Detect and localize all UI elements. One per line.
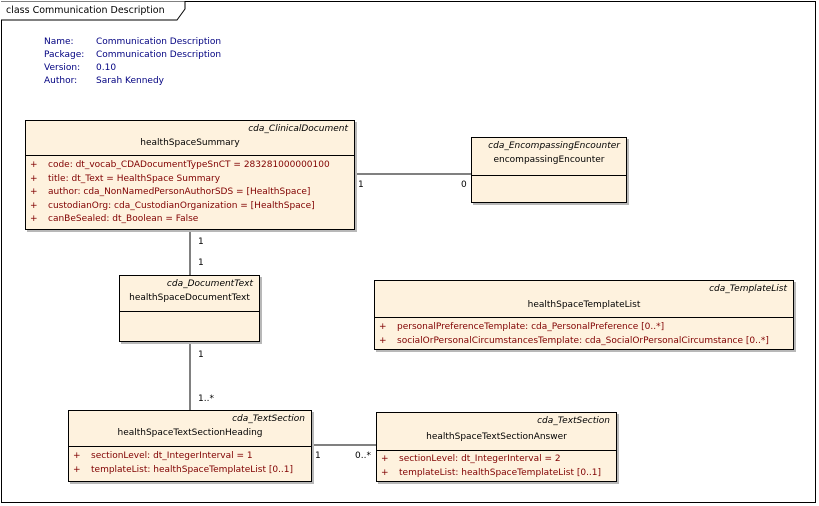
meta-row-version: Version: 0.10 bbox=[44, 62, 221, 75]
attribute-text: personalPreferenceTemplate: cda_Personal… bbox=[397, 322, 665, 332]
diagram-metadata: Name: Communication Description Package:… bbox=[44, 36, 221, 88]
class-name: encompassingEncounter bbox=[493, 155, 605, 165]
attribute-template-list[interactable]: + templateList: healthSpaceTemplateList … bbox=[73, 464, 309, 478]
attribute-list: + personalPreferenceTemplate: cda_Person… bbox=[379, 321, 791, 348]
multiplicity-summary-doctext-target: 1 bbox=[198, 258, 204, 268]
multiplicity-summary-encounter-source: 1 bbox=[358, 180, 364, 190]
attribute-text: templateList: healthSpaceTemplateList [0… bbox=[91, 464, 294, 475]
attribute-author[interactable]: + author: cda_NonNamedPersonAuthorSDS = … bbox=[30, 186, 352, 200]
class-health-space-document-text[interactable]: cda_DocumentText healthSpaceDocumentText bbox=[119, 275, 260, 342]
class-name: healthSpaceTemplateList bbox=[527, 300, 641, 310]
meta-label: Package: bbox=[44, 50, 85, 60]
meta-value: Sarah Kennedy bbox=[96, 76, 164, 86]
compartment-divider bbox=[472, 175, 626, 176]
meta-label: Version: bbox=[44, 63, 81, 73]
stereotype-label: cda_EncompassingEncounter bbox=[488, 141, 620, 151]
attribute-text: author: cda_NonNamedPersonAuthorSDS = [H… bbox=[48, 187, 311, 197]
frame-tab bbox=[1, 1, 186, 21]
visibility-marker: + bbox=[30, 214, 38, 224]
class-encompassing-encounter[interactable]: cda_EncompassingEncounter encompassingEn… bbox=[471, 137, 627, 203]
multiplicity-doctext-heading-source: 1 bbox=[198, 350, 204, 360]
stereotype-label: cda_TextSection bbox=[537, 416, 610, 426]
class-name: healthSpaceTextSectionHeading bbox=[117, 428, 263, 438]
multiplicity-heading-answer-target: 0..* bbox=[355, 451, 371, 461]
visibility-marker: + bbox=[30, 200, 38, 211]
multiplicity-summary-encounter-target: 0 bbox=[461, 180, 467, 190]
attribute-list: + sectionLevel: dt_IntegerInterval = 1 +… bbox=[73, 450, 309, 477]
stereotype-label: cda_TemplateList bbox=[709, 284, 787, 294]
attribute-list: + sectionLevel: dt_IntegerInterval = 2 +… bbox=[381, 453, 614, 480]
multiplicity-heading-answer-source: 1 bbox=[315, 451, 321, 461]
compartment-divider bbox=[120, 311, 259, 312]
class-health-space-text-section-answer[interactable]: cda_TextSection healthSpaceTextSectionAn… bbox=[376, 412, 617, 482]
class-name: healthSpaceTextSectionAnswer bbox=[426, 432, 567, 442]
meta-row-author: Author: Sarah Kennedy bbox=[44, 75, 221, 88]
compartment-divider bbox=[69, 446, 311, 447]
visibility-marker: + bbox=[381, 467, 389, 478]
attribute-text: sectionLevel: dt_IntegerInterval = 2 bbox=[399, 454, 561, 464]
class-health-space-text-section-heading[interactable]: cda_TextSection healthSpaceTextSectionHe… bbox=[68, 410, 312, 482]
frame-title: class Communication Description bbox=[6, 5, 165, 16]
visibility-marker: + bbox=[30, 187, 38, 197]
attribute-text: templateList: healthSpaceTemplateList [0… bbox=[399, 467, 602, 478]
visibility-marker: + bbox=[30, 160, 38, 170]
meta-row-name: Name: Communication Description bbox=[44, 36, 221, 49]
meta-value: Communication Description bbox=[96, 50, 222, 60]
class-name: healthSpaceDocumentText bbox=[129, 293, 250, 303]
class-health-space-summary[interactable]: cda_ClinicalDocument healthSpaceSummary … bbox=[25, 120, 355, 230]
visibility-marker: + bbox=[381, 454, 389, 464]
attribute-text: custodianOrg: cda_CustodianOrganization … bbox=[48, 200, 315, 211]
meta-value: Communication Description bbox=[96, 37, 222, 47]
attribute-can-be-sealed[interactable]: + canBeSealed: dt_Boolean = False bbox=[30, 213, 352, 227]
attribute-list: + code: dt_vocab_CDADocumentTypeSnCT = 2… bbox=[30, 159, 352, 227]
multiplicity-doctext-heading-target: 1..* bbox=[198, 394, 214, 404]
visibility-marker: + bbox=[379, 322, 387, 332]
attribute-text: socialOrPersonalCircumstancesTemplate: c… bbox=[397, 335, 769, 346]
meta-label: Author: bbox=[44, 76, 78, 86]
meta-row-package: Package: Communication Description bbox=[44, 49, 221, 62]
class-name: healthSpaceSummary bbox=[140, 138, 240, 148]
attribute-text: code: dt_vocab_CDADocumentTypeSnCT = 283… bbox=[48, 160, 330, 170]
attribute-code[interactable]: + code: dt_vocab_CDADocumentTypeSnCT = 2… bbox=[30, 159, 352, 173]
stereotype-label: cda_DocumentText bbox=[166, 279, 253, 289]
attribute-text: title: dt_Text = HealthSpace Summary bbox=[48, 173, 221, 184]
compartment-divider bbox=[377, 450, 616, 451]
stereotype-label: cda_TextSection bbox=[232, 414, 305, 424]
attribute-social-circumstances-template[interactable]: + socialOrPersonalCircumstancesTemplate:… bbox=[379, 335, 791, 349]
visibility-marker: + bbox=[30, 173, 38, 184]
attribute-section-level[interactable]: + sectionLevel: dt_IntegerInterval = 1 bbox=[73, 450, 309, 464]
multiplicity-summary-doctext-source: 1 bbox=[198, 237, 204, 247]
visibility-marker: + bbox=[73, 464, 81, 475]
attribute-section-level[interactable]: + sectionLevel: dt_IntegerInterval = 2 bbox=[381, 453, 614, 467]
meta-value: 0.10 bbox=[96, 63, 117, 73]
attribute-title[interactable]: + title: dt_Text = HealthSpace Summary bbox=[30, 173, 352, 187]
visibility-marker: + bbox=[73, 451, 81, 461]
attribute-text: canBeSealed: dt_Boolean = False bbox=[48, 214, 199, 224]
attribute-personal-preference-template[interactable]: + personalPreferenceTemplate: cda_Person… bbox=[379, 321, 791, 335]
compartment-divider bbox=[26, 155, 354, 156]
attribute-template-list[interactable]: + templateList: healthSpaceTemplateList … bbox=[381, 467, 614, 481]
stereotype-label: cda_ClinicalDocument bbox=[248, 124, 348, 134]
visibility-marker: + bbox=[379, 335, 387, 346]
attribute-text: sectionLevel: dt_IntegerInterval = 1 bbox=[91, 451, 253, 461]
attribute-custodian-org[interactable]: + custodianOrg: cda_CustodianOrganizatio… bbox=[30, 200, 352, 214]
meta-label: Name: bbox=[44, 37, 74, 47]
compartment-divider bbox=[375, 317, 793, 318]
class-health-space-template-list[interactable]: cda_TemplateList healthSpaceTemplateList… bbox=[374, 280, 794, 350]
